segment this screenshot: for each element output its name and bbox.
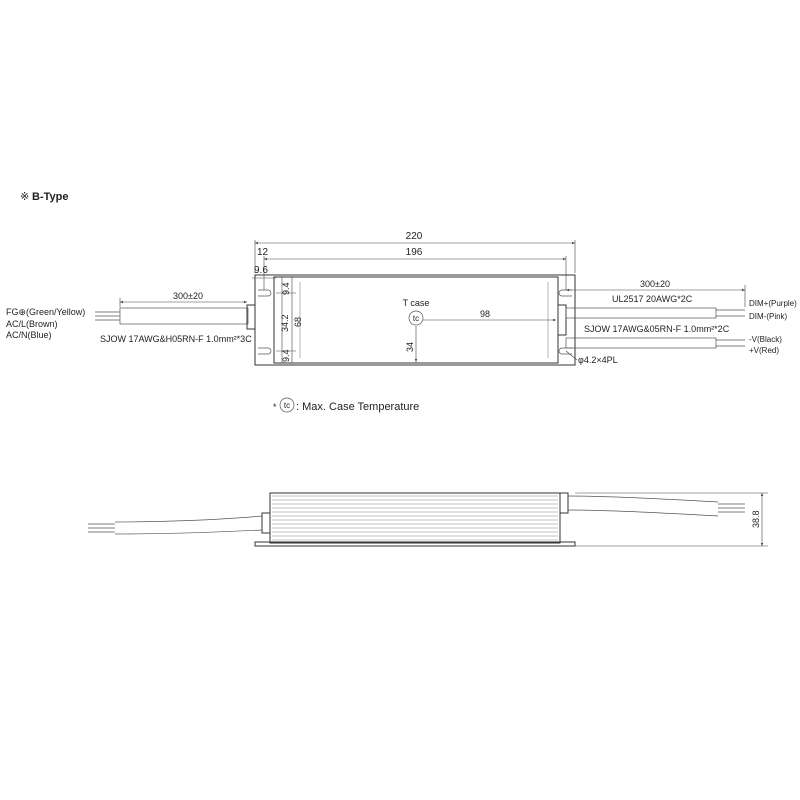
dim-edge-to-hole: 12 [257, 247, 269, 258]
side-base [254, 541, 576, 547]
side-output-cable [567, 495, 745, 517]
type-title: B-Type [32, 191, 68, 203]
dim-output-cable-length: 300±20 [640, 279, 670, 289]
v-plus-label: +V(Red) [749, 346, 779, 355]
v-minus-label: -V(Black) [749, 335, 782, 344]
output-cable [565, 337, 745, 349]
dim-minus-label: DIM-(Pink) [749, 312, 788, 321]
input-acn-label: AC/N(Blue) [6, 330, 52, 340]
side-view: 38.8 [88, 492, 768, 547]
dim-side-height: 38.8 [751, 510, 761, 528]
side-body [269, 492, 561, 544]
input-gland [246, 304, 256, 330]
dim-body-width: 68 [293, 317, 303, 327]
legend: * tc : Max. Case Temperature [273, 397, 419, 413]
output-cable-spec: SJOW 17AWG&05RN-F 1.0mm²*2C [584, 324, 730, 334]
top-view: 220 196 12 9.6 9.4 34.2 9.4 68 T case tc… [6, 231, 797, 366]
dim-mount-pitch: 196 [406, 247, 423, 258]
type-marker: ※ [20, 191, 29, 203]
t-case-label: T case [403, 298, 430, 308]
side-fins [272, 495, 558, 541]
dim-input-cable-length: 300±20 [173, 291, 203, 301]
output-gland [557, 304, 567, 336]
dim-tc-from-edge: 98 [480, 309, 490, 319]
legend-text: : Max. Case Temperature [296, 401, 419, 413]
dim-overall-length: 220 [406, 231, 423, 242]
dim-top-margin: 9.4 [281, 282, 291, 295]
input-acl-label: AC/L(Brown) [6, 319, 58, 329]
dim-hole-offset: 9.6 [254, 265, 268, 276]
tc-icon [408, 310, 424, 326]
input-cable-spec: SJOW 17AWG&H05RN-F 1.0mm²*3C [100, 334, 252, 344]
dim-cable-spec: UL2517 20AWG*2C [612, 294, 693, 304]
dim-bottom-margin: 9.4 [281, 349, 291, 362]
tc-symbol: tc [413, 314, 419, 323]
mount-holes [258, 289, 572, 355]
legend-tc-symbol: tc [284, 401, 290, 410]
dim-hole-spacing: 34.2 [280, 314, 290, 332]
input-fg-label: FG⊕(Green/Yellow) [6, 307, 85, 317]
legend-bullet: * [273, 402, 277, 412]
side-output-gland [559, 492, 569, 514]
dim-plus-label: DIM+(Purple) [749, 299, 797, 308]
dim-tc-height: 34 [405, 342, 415, 352]
side-input-cable [88, 515, 263, 535]
legend-tc-icon [279, 397, 295, 413]
dim-cable [565, 307, 745, 319]
input-cable [95, 307, 249, 325]
side-input-gland [261, 512, 271, 534]
holes-label: φ4.2×4PL [578, 355, 618, 365]
